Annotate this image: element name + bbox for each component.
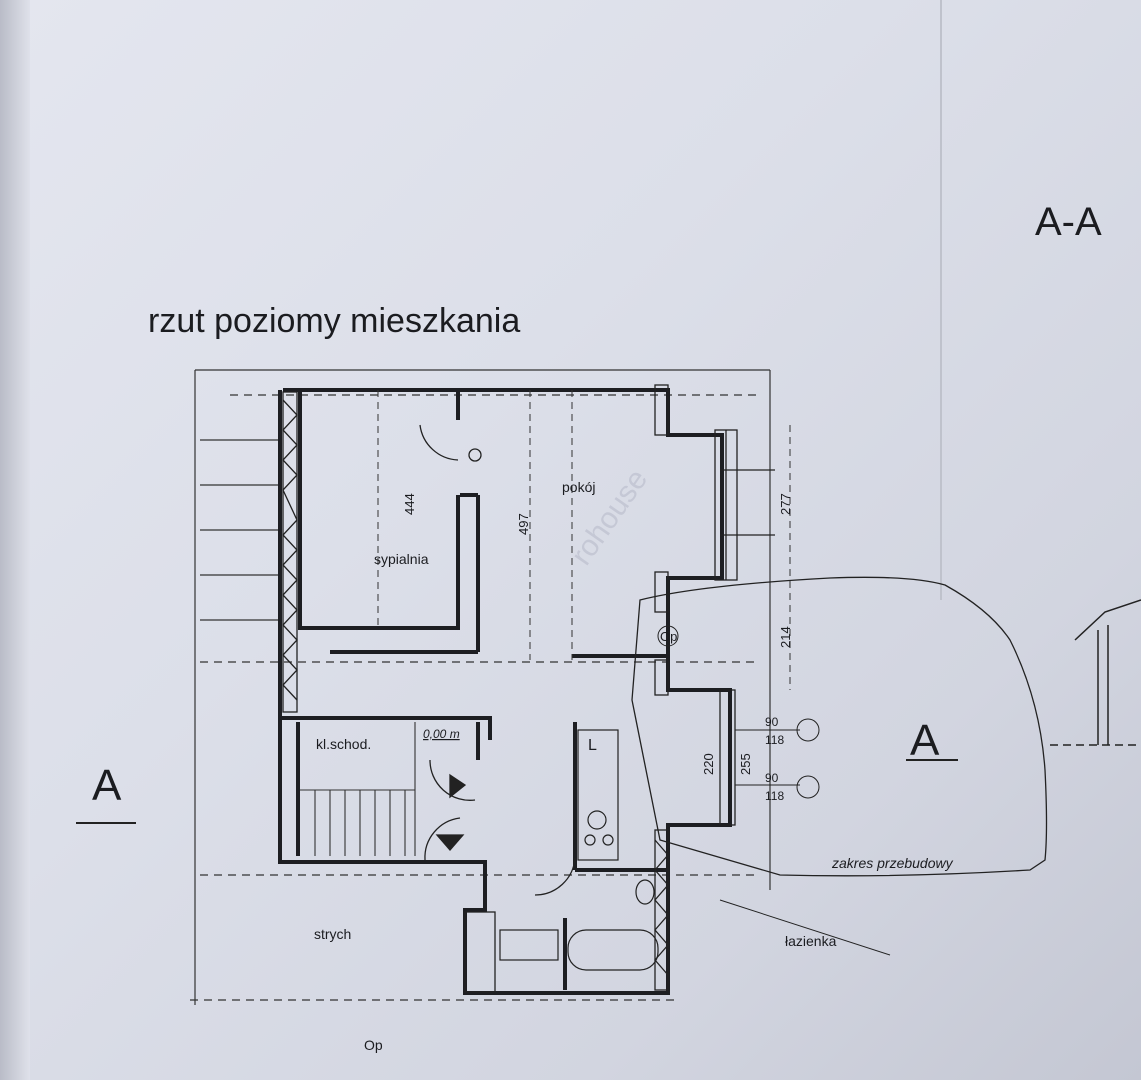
vent-1-icon — [796, 718, 820, 742]
section-marker-left: A — [92, 761, 122, 810]
vent-1-bottom: 118 — [765, 733, 784, 747]
dim-220: 220 — [701, 753, 716, 775]
rebuild-scope-label: zakres przebudowy — [831, 855, 954, 871]
dimension-lines — [377, 390, 791, 690]
rebuild-scope-outline — [631, 576, 1048, 877]
dim-214: 214 — [778, 626, 793, 648]
section-drawing-partial — [1050, 599, 1141, 746]
room-label-bedroom: sypialnia — [374, 551, 429, 567]
bathroom-leader — [719, 899, 891, 956]
doors — [419, 424, 576, 896]
vent-2-top: 90 — [765, 771, 779, 785]
outside-op-label: Op — [364, 1037, 383, 1053]
section-marker-right: A — [910, 716, 940, 765]
dim-255: 255 — [738, 753, 753, 775]
paper-fold — [940, 0, 942, 600]
walls — [278, 388, 732, 995]
plan-title: rzut poziomy mieszkania — [148, 302, 520, 340]
heater-label: Op — [660, 629, 677, 644]
room-label-staircase: kl.schod. — [316, 736, 371, 752]
vent-2-bottom: 118 — [765, 789, 784, 803]
insulation-hatching — [282, 384, 669, 993]
dim-277: 277 — [778, 493, 793, 515]
dim-444: 444 — [402, 493, 417, 515]
dim-497: 497 — [516, 513, 531, 535]
room-label-living: pokój — [562, 479, 595, 495]
vent-2-icon — [796, 775, 820, 799]
heater-symbol — [657, 625, 679, 647]
windows — [714, 429, 775, 826]
vent-1-top: 90 — [765, 715, 779, 729]
kitchen-mark: L — [588, 737, 597, 754]
paper-edge — [0, 0, 30, 1080]
section-label: A-A — [1035, 200, 1102, 244]
room-label-bathroom: łazienka — [785, 933, 837, 949]
room-label-attic: strych — [314, 926, 351, 942]
fixtures — [499, 729, 659, 971]
level-mark: 0,00 m — [423, 727, 460, 741]
stairs — [300, 722, 416, 856]
